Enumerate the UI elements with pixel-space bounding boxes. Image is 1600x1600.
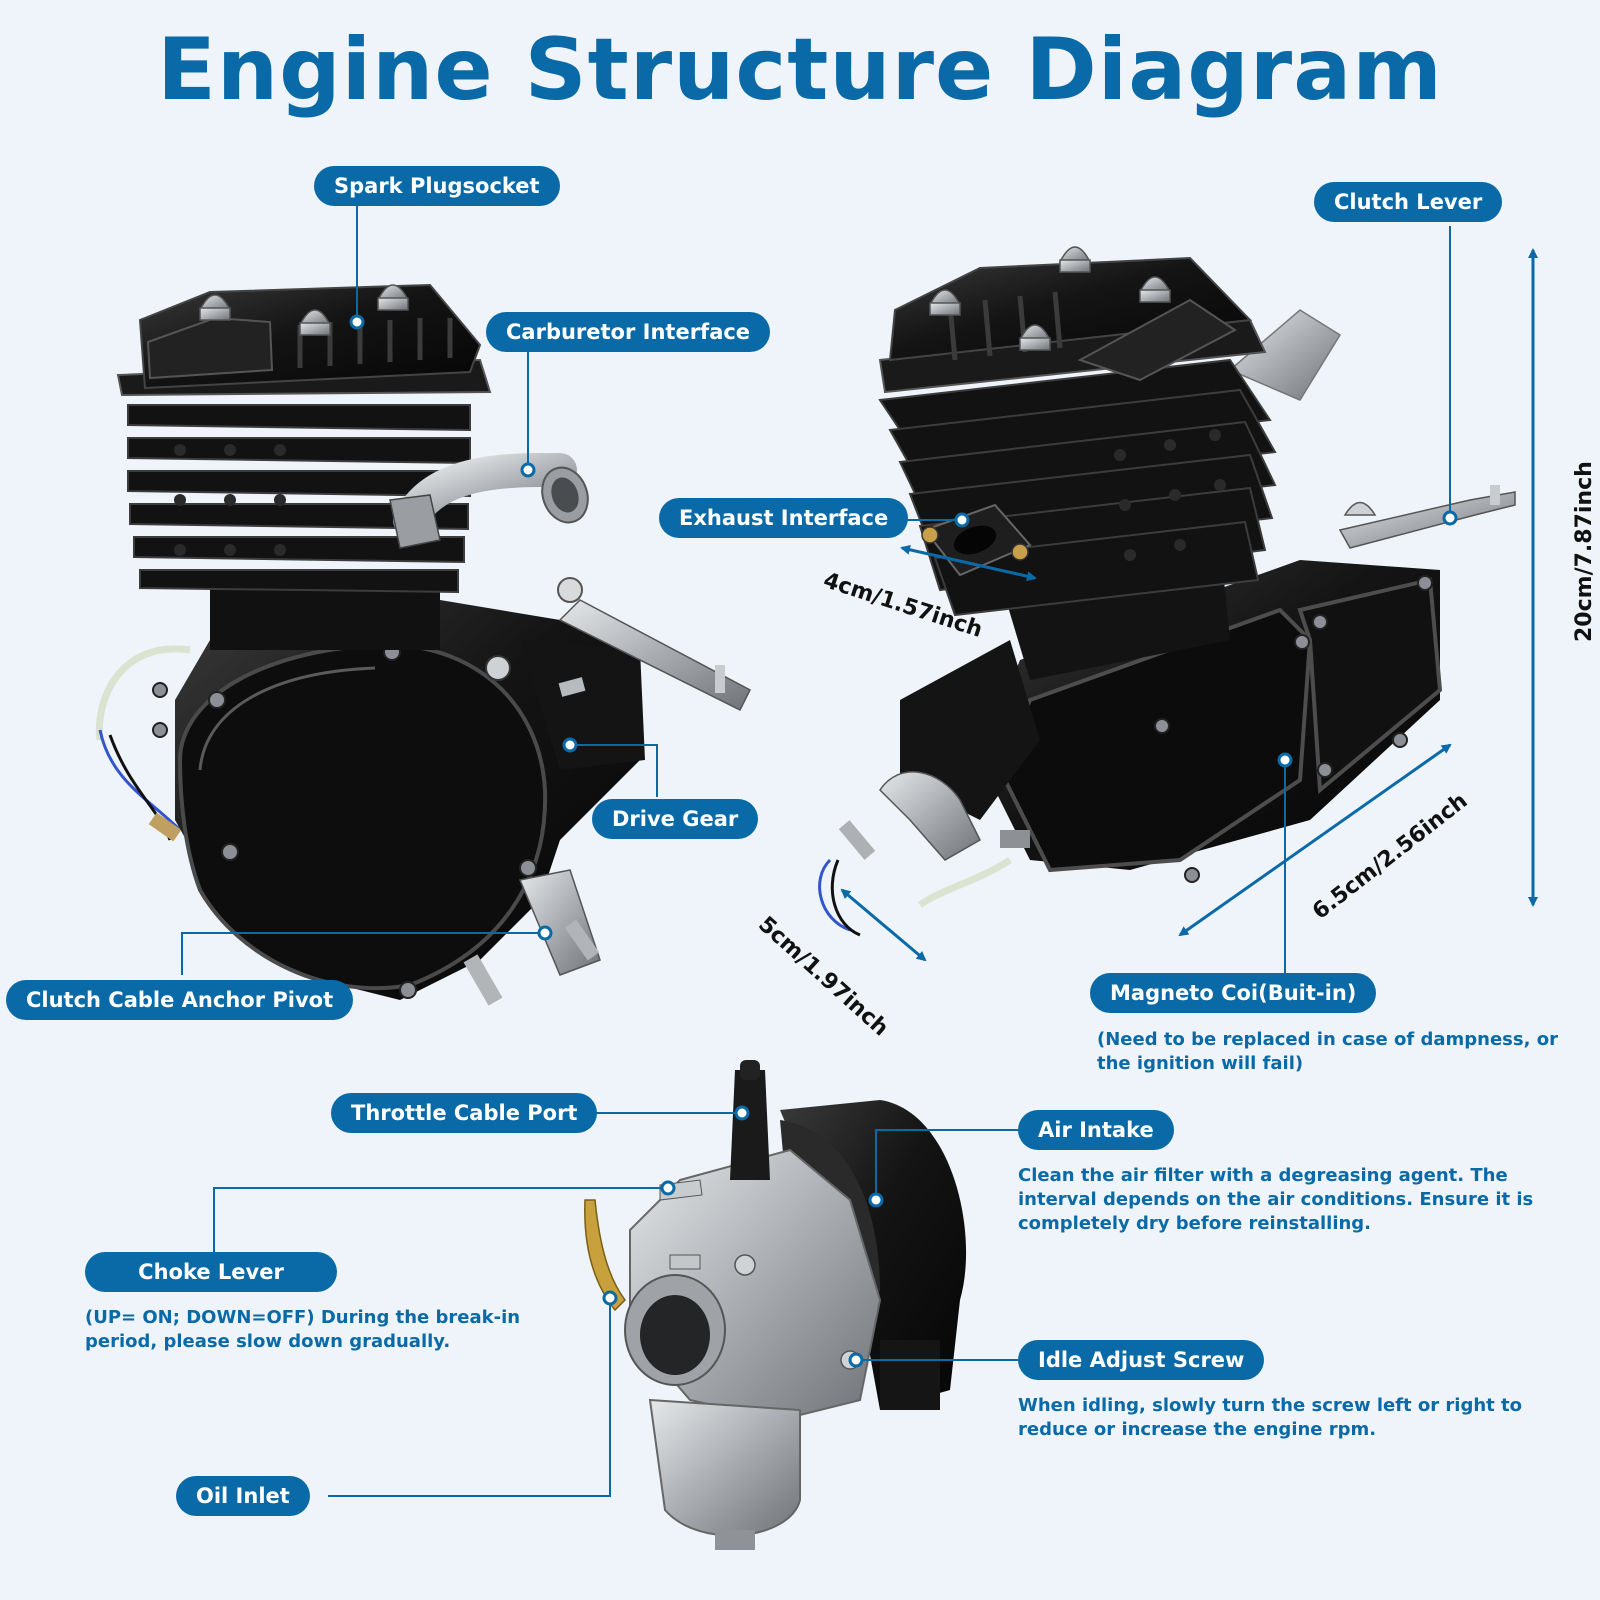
label-choke-lever: Choke Lever bbox=[85, 1252, 337, 1292]
note-idle-adjust-screw: When idling, slowly turn the screw left … bbox=[1018, 1395, 1523, 1440]
callout-lines bbox=[181, 204, 1451, 1497]
label-clutch-lever: Clutch Lever bbox=[1314, 182, 1503, 222]
label-air-intake: Air Intake bbox=[1018, 1110, 1174, 1150]
note-choke-lever: (UP= ON; DOWN=OFF) During the break-in p… bbox=[85, 1307, 521, 1352]
dimension-arrows bbox=[840, 248, 1538, 962]
dimension-height: 20cm/7.87inch bbox=[1572, 461, 1597, 642]
label-exhaust-interface: Exhaust Interface bbox=[659, 498, 909, 538]
label-magneto-coil: Magneto Coi(Buit-in) bbox=[1090, 973, 1377, 1013]
label-throttle-cable-port: Throttle Cable Port bbox=[331, 1093, 598, 1133]
page-title: Engine Structure Diagram bbox=[157, 20, 1443, 120]
note-magneto-coil: (Need to be replaced in case of dampness… bbox=[1097, 1029, 1558, 1074]
label-drive-gear: Drive Gear bbox=[592, 799, 759, 839]
label-spark-plug-socket: Spark Plugsocket bbox=[314, 166, 560, 206]
left-engine-image bbox=[95, 283, 751, 1006]
label-idle-adjust-screw: Idle Adjust Screw bbox=[1018, 1340, 1265, 1380]
note-air-intake: Clean the air filter with a degreasing a… bbox=[1018, 1165, 1534, 1234]
right-engine-image bbox=[818, 246, 1516, 937]
carburetor-image bbox=[584, 1060, 967, 1550]
label-carburetor-interface: Carburetor Interface bbox=[486, 312, 771, 352]
label-oil-inlet: Oil Inlet bbox=[176, 1476, 310, 1516]
label-clutch-cable-anchor-pivot: Clutch Cable Anchor Pivot bbox=[6, 980, 354, 1020]
